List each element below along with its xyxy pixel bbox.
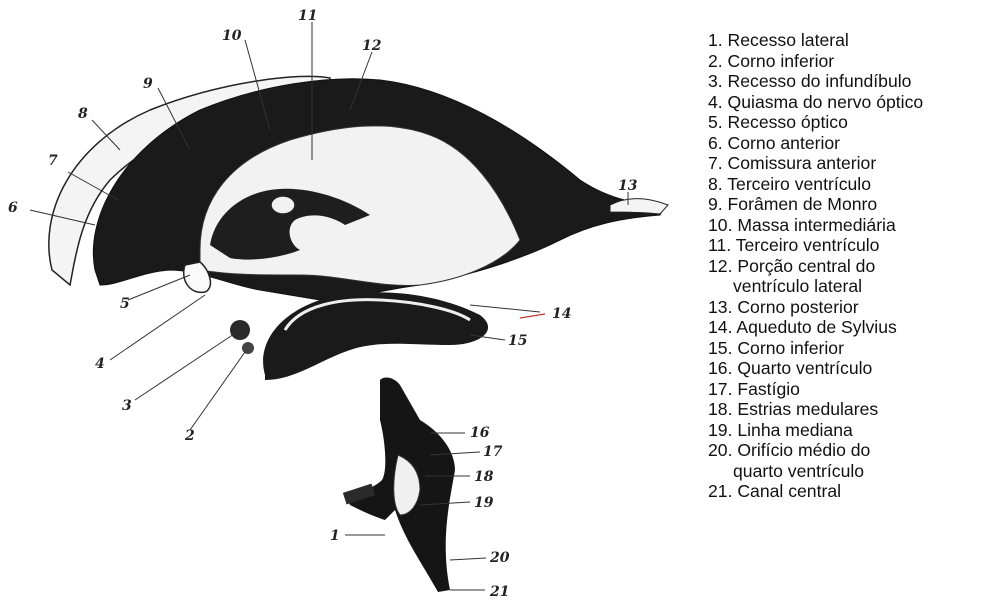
label-16: 16 [470,425,490,441]
legend-item: 16. Quarto ventrículo [708,358,997,379]
legend-item: 21. Canal central [708,481,997,502]
label-7: 7 [48,153,58,169]
lateral-recess-dot [242,342,254,354]
label-6: 6 [8,200,18,216]
legend-item: 15. Corno inferior [708,338,997,359]
legend-item: 13. Corno posterior [708,297,997,318]
legend-item: 12. Porção central do ventrículo lateral [708,256,997,297]
ventricle-illustration: 1 2 3 4 5 6 7 8 9 10 11 12 13 14 15 16 1… [0,0,700,607]
label-14: 14 [552,306,571,322]
label-1: 1 [330,528,340,544]
label-3: 3 [122,398,132,414]
legend-item: 8. Terceiro ventrículo [708,174,997,195]
label-5: 5 [120,296,130,312]
label-20: 20 [489,550,510,566]
massa-intermedia [271,196,295,214]
legend-item: 11. Terceiro ventrículo [708,235,997,256]
legend-item-continuation: ventrículo lateral [708,276,997,297]
legend-item-continuation: quarto ventrículo [708,461,997,482]
label-9: 9 [143,76,153,92]
legend-item: 9. Forâmen de Monro [708,194,997,215]
legend-item: 1. Recesso lateral [708,30,997,51]
label-17: 17 [483,444,503,460]
legend-item-line: 20. Orifício médio do [708,440,870,460]
label-8: 8 [78,106,88,122]
label-19: 19 [474,495,494,511]
legend-item: 3. Recesso do infundíbulo [708,71,997,92]
legend-item: 7. Comissura anterior [708,153,997,174]
legend-item: 6. Corno anterior [708,133,997,154]
label-2: 2 [184,428,195,444]
label-18: 18 [474,469,494,485]
label-12: 12 [362,38,382,54]
legend-item: 4. Quiasma do nervo óptico [708,92,997,113]
legend-item: 18. Estrias medulares [708,399,997,420]
inferior-horn [263,292,488,380]
legend-item: 5. Recesso óptico [708,112,997,133]
legend-item: 20. Orifício médio do quarto ventrículo [708,440,997,481]
legend-item-line: 12. Porção central do [708,256,875,276]
label-10: 10 [222,28,242,44]
label-4: 4 [95,356,105,372]
label-13: 13 [618,178,638,194]
label-15: 15 [508,333,527,349]
legend-item: 2. Corno inferior [708,51,997,72]
legend-item: 17. Fastígio [708,379,997,400]
label-11: 11 [298,8,317,24]
legend-item: 14. Aqueduto de Sylvius [708,317,997,338]
label-21: 21 [489,584,509,600]
aqueduct-accent [520,314,545,318]
legend-list: 1. Recesso lateral 2. Corno inferior 3. … [708,30,997,502]
legend-item: 19. Linha mediana [708,420,997,441]
legend-item: 10. Massa intermediária [708,215,997,236]
